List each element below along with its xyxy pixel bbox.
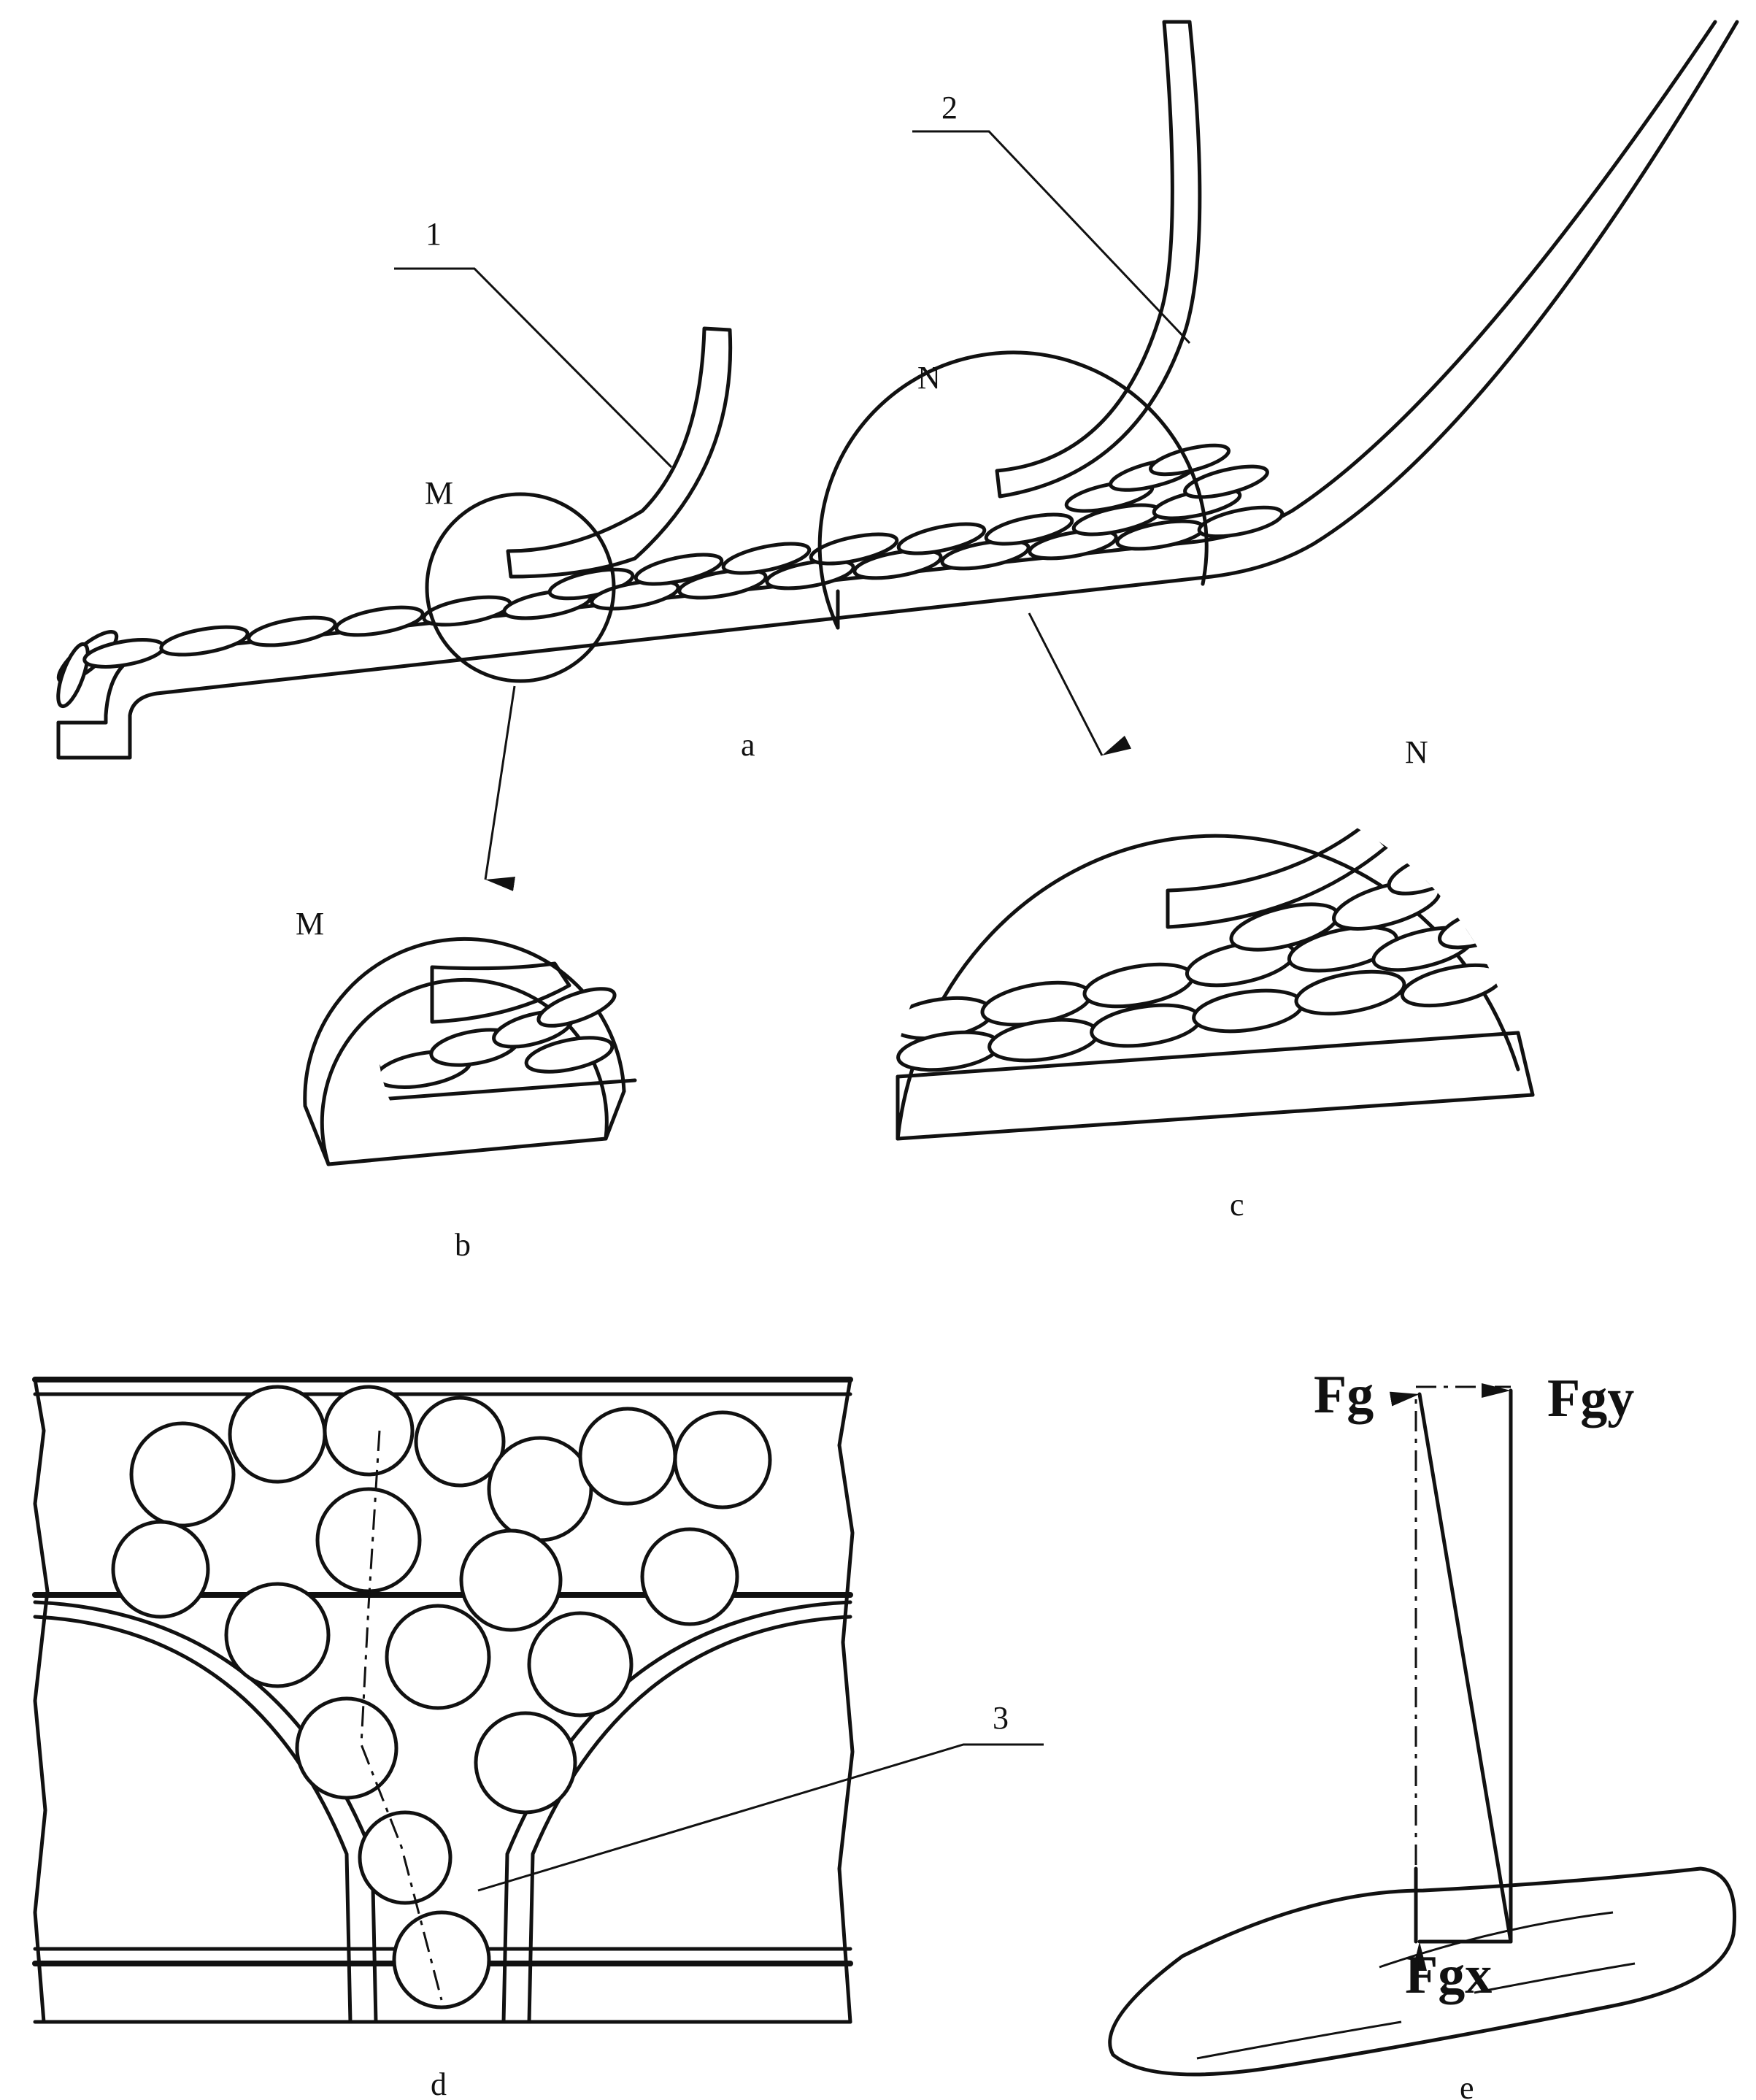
label-detail-m: M xyxy=(296,906,324,942)
guide-plate xyxy=(56,20,1739,760)
arrow-to-m xyxy=(484,685,516,891)
label-fgx: Fgx xyxy=(1405,1945,1492,2005)
label-fgy: Fgy xyxy=(1547,1369,1634,1428)
label-detail-n: N xyxy=(1405,734,1428,770)
arrow-to-n xyxy=(1028,612,1132,756)
label-panel-a: a xyxy=(741,727,755,763)
label-circle-m: M xyxy=(425,475,453,511)
panel-b-detail-m xyxy=(303,936,637,1166)
leader-3 xyxy=(477,1743,1044,1892)
panel-a-assembly xyxy=(56,20,1739,891)
label-part-3: 3 xyxy=(993,1700,1009,1736)
panel-e-force-diagram xyxy=(1108,1383,1737,2077)
label-part-1: 1 xyxy=(425,216,442,252)
label-part-2: 2 xyxy=(941,90,958,126)
grain-shape-e xyxy=(1108,1866,1737,2077)
fg-vector xyxy=(1389,1391,1513,1944)
leader-2 xyxy=(912,130,1191,345)
part-2-baffle xyxy=(995,20,1202,499)
part-1-baffle xyxy=(506,326,733,579)
label-fg: Fg xyxy=(1314,1365,1374,1425)
leader-1 xyxy=(394,267,673,469)
circle-m xyxy=(425,492,616,683)
centerline-path xyxy=(360,1430,443,2001)
grain-circles-d xyxy=(111,1385,772,2009)
label-panel-c: c xyxy=(1230,1187,1244,1223)
label-panel-b: b xyxy=(455,1227,471,1263)
label-panel-d: d xyxy=(431,2066,447,2100)
panel-d-channel xyxy=(32,1377,1044,2024)
panel-c-detail-n xyxy=(889,823,1535,1141)
circle-n xyxy=(817,350,1209,630)
label-panel-e: e xyxy=(1460,2070,1474,2100)
label-circle-n: N xyxy=(917,360,941,396)
